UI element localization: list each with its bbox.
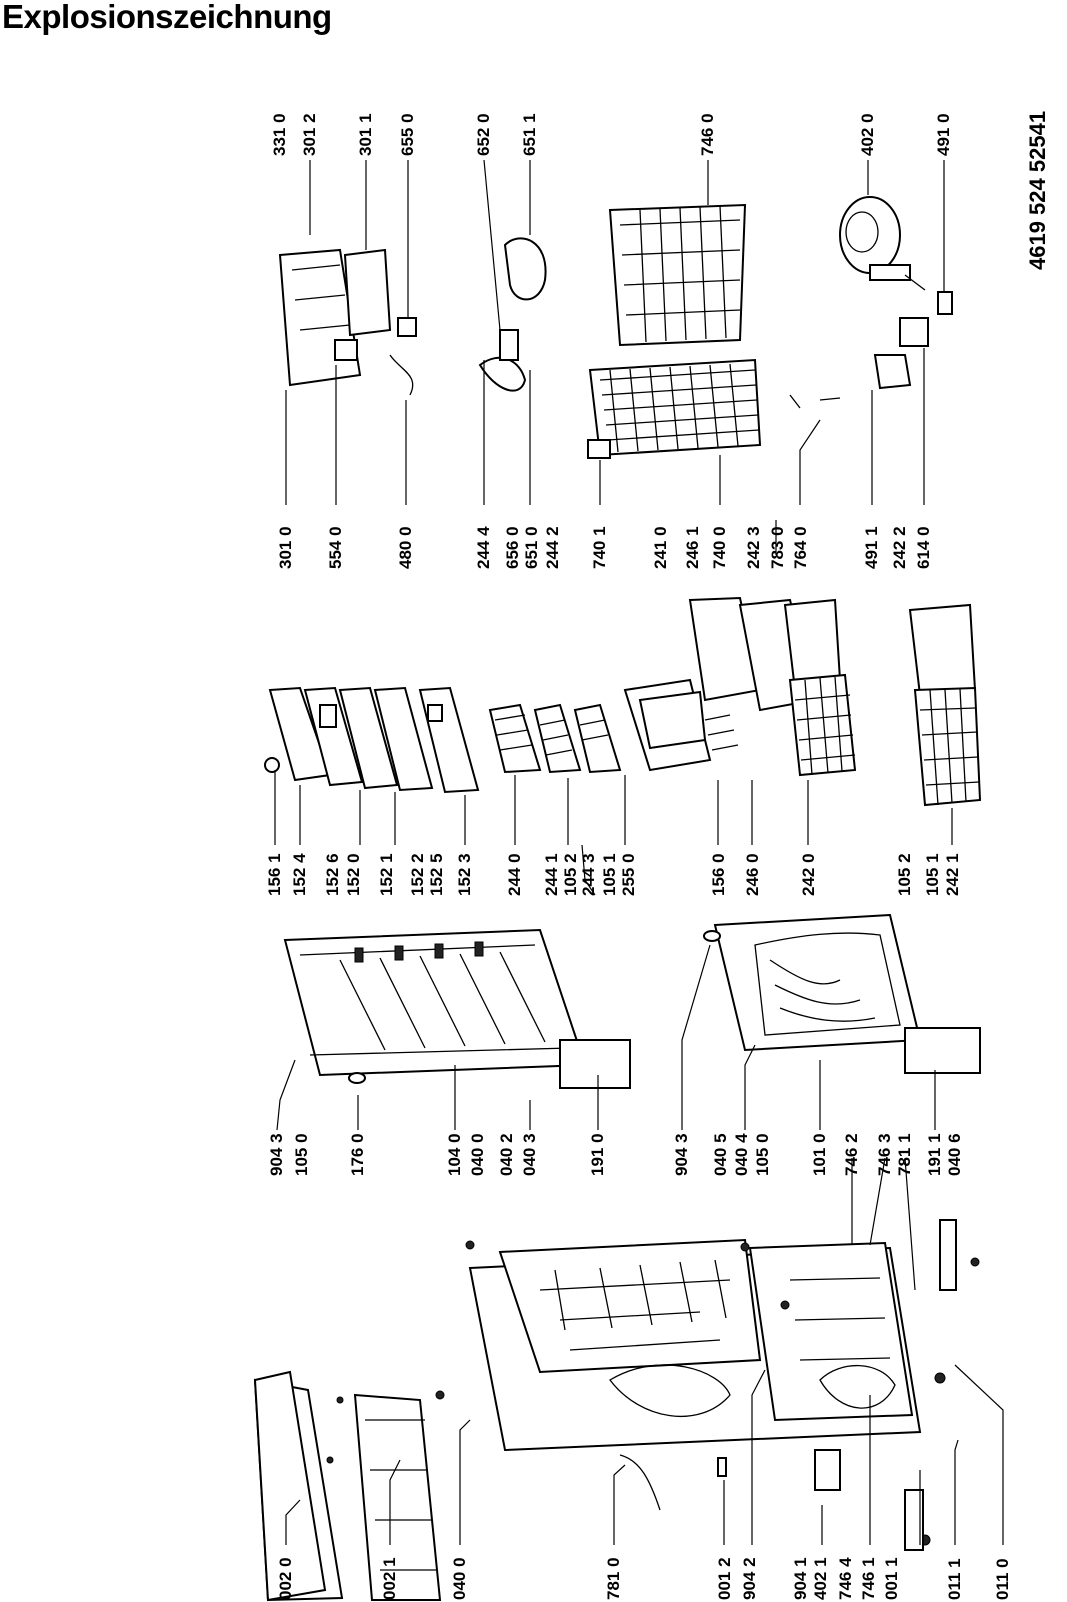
control-housing: [278, 248, 417, 396]
part-label: 781 0: [604, 1557, 623, 1600]
part-label: 105 2: [561, 853, 580, 896]
part-label: 746 2: [842, 1133, 861, 1176]
part-label: 244 2: [543, 526, 562, 569]
part-label: 176 0: [348, 1133, 367, 1176]
part-label: 746 3: [875, 1133, 894, 1176]
part-label: 301 0: [276, 526, 295, 569]
part-label: 040 0: [468, 1133, 487, 1176]
part-label: 331 0: [270, 113, 289, 156]
part-label: 651 1: [520, 113, 539, 156]
part-label: 402 1: [811, 1557, 830, 1600]
part-label: 904 1: [791, 1557, 810, 1600]
part-label: 614 0: [914, 526, 933, 569]
part-label: 255 0: [619, 853, 638, 896]
lower-door: [703, 913, 981, 1074]
part-label: 246 0: [743, 853, 762, 896]
door-balconies: [264, 686, 480, 794]
part-label: 764 0: [791, 526, 810, 569]
part-label: 040 3: [520, 1133, 539, 1176]
part-label: 740 1: [590, 526, 609, 569]
part-label: 904 2: [740, 1557, 759, 1600]
glass-shelves: [488, 703, 622, 774]
part-label: 740 0: [710, 526, 729, 569]
leader-lines: [274, 159, 1004, 1545]
part-label: 152 3: [455, 853, 474, 896]
part-label: 244 0: [505, 853, 524, 896]
page-title: Explosionszeichnung: [2, 0, 332, 35]
part-label: 241 0: [651, 526, 670, 569]
part-label: 651 0: [522, 526, 541, 569]
part-label: 152 4: [290, 853, 309, 896]
part-label: 002 0: [276, 1557, 295, 1600]
part-label: 101 0: [810, 1133, 829, 1176]
part-label: 152 1: [377, 853, 396, 896]
lamp-assembly: [478, 237, 547, 392]
part-label: 491 1: [862, 526, 881, 569]
part-label: 156 1: [265, 853, 284, 896]
part-label: 242 0: [799, 853, 818, 896]
part-label: 040 2: [497, 1133, 516, 1176]
evaporator-and-condenser: [587, 203, 762, 459]
part-label: 242 1: [943, 853, 962, 896]
part-label: 244 3: [579, 853, 598, 896]
part-label: 152 6: [323, 853, 342, 896]
part-label: 301 1: [356, 113, 375, 156]
part-label: 244 4: [474, 526, 493, 569]
part-label: 105 0: [292, 1133, 311, 1176]
part-label: 156 0: [709, 853, 728, 896]
part-label: 746 1: [859, 1557, 878, 1600]
part-label: 152 5: [427, 853, 446, 896]
part-label: 242 2: [890, 526, 909, 569]
part-label: 655 0: [398, 113, 417, 156]
part-label: 301 2: [300, 113, 319, 156]
part-label: 652 0: [474, 113, 493, 156]
part-label: 904 3: [267, 1133, 286, 1176]
part-label: 783 0: [768, 526, 787, 569]
part-label: 781 1: [895, 1133, 914, 1176]
part-label: 105 2: [895, 853, 914, 896]
part-label: 011 1: [945, 1558, 964, 1600]
part-label: 191 0: [588, 1133, 607, 1176]
part-label: 002 1: [380, 1557, 399, 1600]
part-label: 402 0: [858, 113, 877, 156]
cabinet-body: [468, 1238, 922, 1452]
part-label: 011 0: [993, 1558, 1012, 1600]
part-label: 191 1: [925, 1133, 944, 1176]
freezer-baskets: [783, 598, 982, 807]
part-label: 480 0: [396, 526, 415, 569]
part-label: 001 1: [882, 1557, 901, 1600]
upper-door: [283, 928, 631, 1089]
part-label: 746 0: [698, 113, 717, 156]
part-label: 040 4: [732, 1133, 751, 1176]
part-label: 244 1: [542, 853, 561, 896]
part-label: 246 1: [683, 526, 702, 569]
part-label: 040 0: [450, 1557, 469, 1600]
part-label: 105 0: [753, 1133, 772, 1176]
part-label: 040 5: [711, 1133, 730, 1176]
part-label: 242 3: [744, 526, 763, 569]
part-label: 152 0: [344, 853, 363, 896]
part-label: 040 6: [945, 1133, 964, 1176]
top-cover: [253, 1370, 442, 1602]
part-label: 656 0: [503, 526, 522, 569]
part-label: 554 0: [326, 526, 345, 569]
compressor-group: [789, 196, 953, 409]
part-label: 746 4: [836, 1557, 855, 1600]
part-label: 491 0: [934, 113, 953, 156]
part-label: 105 1: [923, 853, 942, 896]
cabinet-screws: [326, 1219, 980, 1551]
part-label: 104 0: [445, 1133, 464, 1176]
part-label: 105 1: [600, 853, 619, 896]
part-label: 904 3: [672, 1133, 691, 1176]
part-label: 152 2: [408, 853, 427, 896]
part-label: 001 2: [715, 1557, 734, 1600]
